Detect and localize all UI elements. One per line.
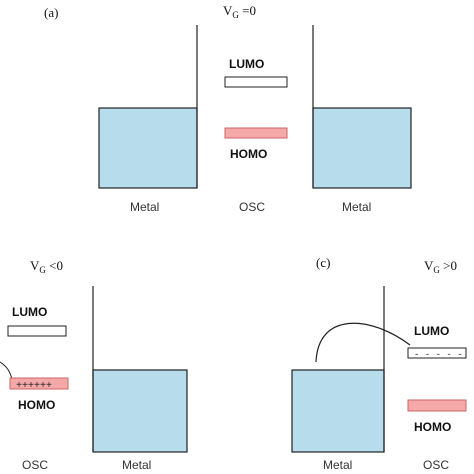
panel-a-homo-level bbox=[224, 127, 288, 139]
panel-b: VG <0 LUMO ++++++ HOMO OSC Metal bbox=[0, 258, 188, 472]
panel-c-homo-level bbox=[407, 399, 467, 412]
panel-b-homo-level bbox=[9, 377, 69, 390]
panel-b-vg-label: VG <0 bbox=[30, 258, 63, 275]
metal-block-left bbox=[98, 107, 198, 189]
panel-b-lumo-label: LUMO bbox=[12, 305, 47, 319]
panel-a: (a) VG =0 LUMO HOMO Metal OSC Metal bbox=[44, 3, 412, 214]
panel-c-metal-block bbox=[291, 369, 385, 453]
metal-block-right bbox=[312, 107, 412, 189]
panel-b-band-bend bbox=[0, 361, 13, 381]
panel-c-homo-label: HOMO bbox=[414, 420, 451, 434]
panel-a-lumo-level bbox=[224, 76, 288, 88]
panel-b-homo-label: HOMO bbox=[18, 398, 55, 412]
panel-a-metal-right-label: Metal bbox=[342, 200, 371, 214]
panel-c-lumo-label: LUMO bbox=[414, 324, 449, 338]
panel-c-osc-label: OSC bbox=[423, 458, 449, 472]
panel-c-electron-charges: - - - - - bbox=[414, 350, 463, 360]
panel-c: (c) VG >0 LUMO - - - - - HOMO Metal OSC bbox=[291, 255, 467, 472]
panel-c-label: (c) bbox=[316, 255, 330, 270]
panel-a-osc-label: OSC bbox=[239, 200, 265, 214]
panel-c-vg-label: VG >0 bbox=[424, 258, 457, 275]
panel-b-osc-label: OSC bbox=[22, 458, 48, 472]
panel-a-lumo-label: LUMO bbox=[229, 57, 264, 71]
panel-c-metal-label: Metal bbox=[323, 458, 352, 472]
panel-a-vg-label: VG =0 bbox=[223, 3, 256, 20]
panel-b-lumo-level bbox=[7, 325, 67, 337]
panel-b-hole-charges: ++++++ bbox=[16, 381, 52, 392]
panel-a-metal-left-label: Metal bbox=[130, 200, 159, 214]
panel-c-band-bend bbox=[315, 322, 411, 363]
panel-a-homo-label: HOMO bbox=[230, 147, 267, 161]
panel-a-label: (a) bbox=[44, 5, 58, 20]
panel-c-lumo-level bbox=[407, 347, 467, 359]
panel-b-metal-block bbox=[92, 369, 188, 453]
panel-b-metal-label: Metal bbox=[122, 458, 151, 472]
